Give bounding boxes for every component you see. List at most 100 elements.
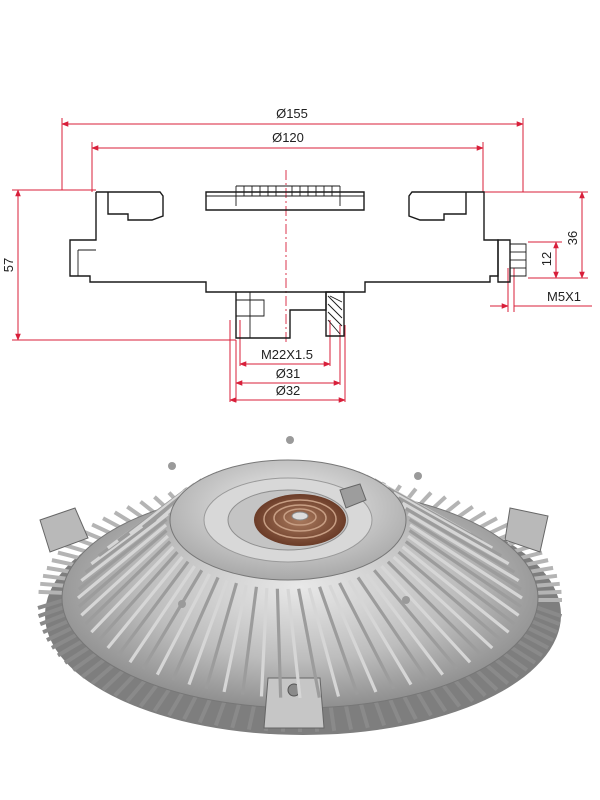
inner-fin [408, 518, 523, 591]
bimetal-spring [254, 483, 367, 546]
inner-fin [318, 586, 359, 696]
outer-fin [80, 658, 106, 679]
outer-fin [50, 632, 78, 650]
inner-fin [407, 512, 520, 583]
outer-fin [533, 581, 560, 588]
inner-fin [307, 587, 341, 697]
pin-thread-label: M5X1 [547, 289, 581, 304]
outer-fin [167, 692, 184, 717]
inner-fin [97, 550, 179, 642]
outer-fin [503, 652, 529, 672]
outer-fin [42, 619, 70, 635]
outer-fin [373, 701, 387, 727]
inner-fin [80, 534, 169, 617]
inner-fin [409, 523, 523, 600]
outer-fin [402, 695, 418, 721]
inner-fin [155, 573, 211, 676]
inner-fin [116, 560, 190, 657]
outer-fin [113, 674, 135, 698]
inner-fin [392, 555, 494, 650]
outer-fin [533, 612, 561, 627]
outer-fin [535, 589, 562, 595]
outer-fin [37, 598, 65, 610]
outer-fin [56, 639, 83, 658]
inner-fin [401, 501, 510, 566]
outer-fin [530, 619, 558, 635]
outer-fin [454, 679, 475, 703]
outer-fin [416, 692, 433, 717]
inner-fin [338, 582, 396, 690]
right-height-label: 36 [565, 231, 580, 245]
outer-fin [465, 674, 487, 698]
inner-diameter-label: Ø120 [272, 130, 304, 145]
outer-fin [517, 639, 544, 658]
outer-fin [213, 701, 227, 727]
outer-fin [197, 698, 212, 724]
pin-height-label: 12 [539, 252, 554, 266]
outer-fin [37, 605, 66, 618]
outer-fin [494, 658, 520, 679]
inner-fin [76, 523, 168, 600]
inner-fin [187, 579, 229, 686]
inner-fin [128, 565, 196, 664]
dimension-labels: Ø155 Ø120 57 36 12 M5X1 M22X1.5 Ø31 Ø32 [1, 106, 581, 398]
outer-fin [38, 589, 65, 595]
outer-fin [534, 605, 563, 618]
outer-fin [152, 688, 171, 713]
inner-fin [401, 545, 510, 634]
inner-fin [240, 586, 259, 695]
outer-fin [527, 626, 554, 642]
inner-fin [404, 540, 516, 626]
outer-fin [328, 706, 337, 732]
hub-small-diameter-label: Ø31 [276, 366, 301, 381]
technical-drawing: Ø155 Ø120 57 36 12 M5X1 M22X1.5 Ø31 Ø32 [1, 106, 592, 403]
inner-fin [286, 588, 302, 699]
outer-fin [230, 703, 241, 729]
outer-fin [359, 703, 370, 729]
outer-fin [90, 664, 115, 686]
outer-fin [531, 573, 558, 581]
inner-fin [407, 534, 520, 617]
inner-fin [356, 576, 429, 681]
outer-fin [46, 626, 73, 642]
outer-fin [344, 705, 354, 731]
outer-fin [246, 705, 256, 731]
inner-fin [328, 584, 378, 693]
inner-fin [204, 582, 238, 690]
outer-fin [182, 695, 198, 721]
outer-fin [42, 573, 69, 581]
inner-fin [380, 565, 472, 664]
outer-fin [523, 558, 549, 568]
inner-fin [365, 573, 444, 676]
outer-fin [442, 684, 462, 708]
inner-fin [386, 560, 483, 657]
inner-fin [408, 529, 523, 609]
inner-fin [397, 550, 503, 642]
mounting-tab-right [504, 507, 549, 553]
outer-fin [51, 558, 77, 568]
total-height-label: 57 [1, 258, 16, 272]
outer-fin [40, 581, 67, 588]
outer-fin [388, 698, 403, 724]
inner-fin [171, 576, 220, 681]
hub-thread-label: M22X1.5 [261, 347, 313, 362]
outer-fin [476, 669, 499, 692]
inner-fin [347, 579, 413, 686]
inner-fin [90, 545, 175, 634]
inner-fin [373, 569, 459, 670]
inner-fin [405, 507, 516, 574]
inner-fin [106, 555, 184, 650]
inner-fin [275, 588, 283, 698]
outer-fin [63, 646, 90, 665]
outer-fin [101, 669, 124, 692]
inner-fin [397, 496, 502, 558]
dimension-lines [15, 121, 592, 403]
outer-fin [527, 565, 554, 575]
clutch-section-outline [69, 185, 527, 339]
inner-fin [297, 588, 321, 698]
inner-fin [77, 518, 168, 591]
outer-fin [429, 688, 448, 713]
inner-fin [141, 569, 204, 670]
inner-fin [84, 507, 172, 574]
